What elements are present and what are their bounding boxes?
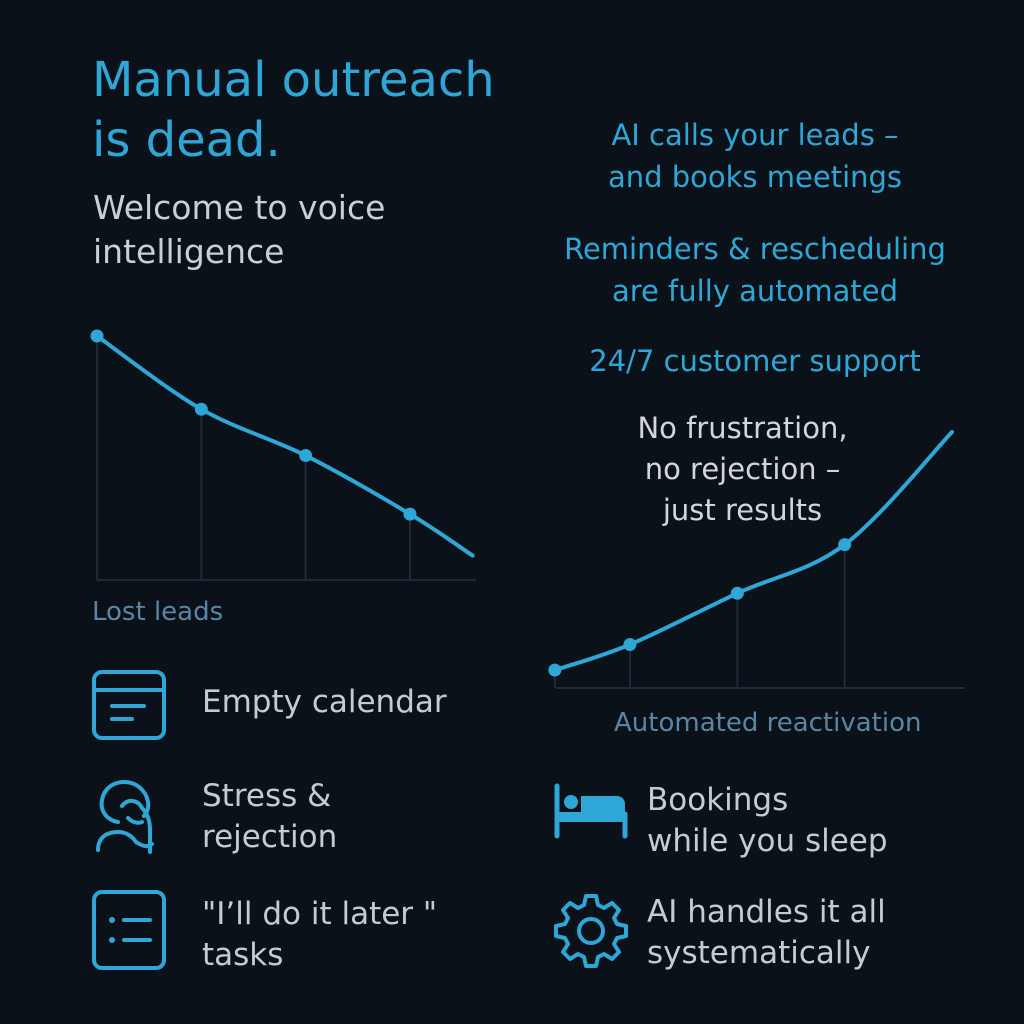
stressed-person-icon [96,779,154,854]
solution-bookings-line-2: while you sleep [647,823,888,859]
results-quote: No frustration, no rejection – just resu… [600,408,885,531]
benefit-support: 24/7 customer support [589,344,921,378]
solution-bookings-line-1: Bookings [647,782,789,818]
results-quote-line-3: just results [662,493,823,527]
bed-icon [554,783,628,839]
solution-bookings: Bookings while you sleep [553,780,1013,890]
lost-leads-point-3 [403,507,417,521]
problem-stress-line-2: rejection [202,819,338,855]
reactivation-point-3 [838,538,852,552]
solution-ai-handles-line-2: systematically [647,935,871,971]
gear-icon [554,894,628,968]
benefit-reminders: Reminders & rescheduling are fully autom… [540,228,970,312]
solution-ai-handles: AI handles it all systematically [553,892,1013,1002]
reactivation-label: Automated reactivation [614,708,922,738]
headline-line-2: is dead. [92,112,281,168]
subheadline: Welcome to voice intelligence [93,186,385,274]
lost-leads-point-2 [299,449,313,463]
reactivation-series-line [552,430,954,673]
reactivation-point-1 [623,637,637,651]
results-quote-line-1: No frustration, [637,411,848,445]
problem-procrastination-line-2: tasks [202,937,284,973]
benefit-ai-calls-line-2: and books meetings [607,160,903,194]
problem-stress: Stress & rejection [92,776,552,886]
subheadline-line-2: intelligence [93,232,285,271]
lost-leads-point-1 [194,402,208,416]
task-list-icon [92,890,166,970]
results-quote-line-2: no rejection – [644,452,841,486]
benefit-ai-calls-line-1: AI calls your leads – [611,118,899,152]
reactivation-point-0 [548,663,562,677]
calendar-icon [92,670,166,740]
lost-leads-point-0 [90,329,104,343]
problem-empty-calendar: Empty calendar [92,668,552,778]
solution-ai-handles-line-1: AI handles it all [647,894,886,930]
benefit-reminders-line-2: are fully automated [611,274,899,308]
problem-stress-line-1: Stress & [202,778,332,814]
subheadline-line-1: Welcome to voice [93,188,386,227]
problem-procrastination-line-1: "I’ll do it later " [202,896,438,932]
problem-procrastination: "I’ll do it later " tasks [92,890,552,1000]
problem-empty-calendar-text: Empty calendar [202,684,447,720]
benefit-reminders-line-1: Reminders & rescheduling [564,232,946,266]
headline-line-1: Manual outreach [92,52,495,108]
benefit-ai-calls: AI calls your leads – and books meetings [540,114,970,198]
reactivation-point-2 [730,586,744,600]
lost-leads-label: Lost leads [92,597,224,627]
headline: Manual outreach is dead. [92,50,495,170]
